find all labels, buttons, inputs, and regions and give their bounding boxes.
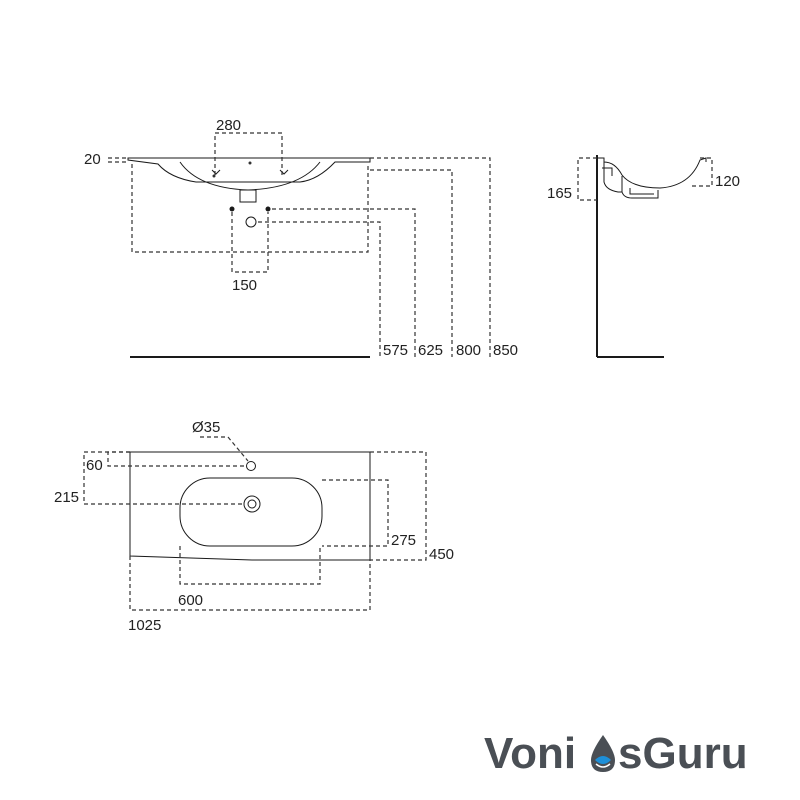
- waste-stub: [239, 189, 257, 203]
- dim-60-lines: [107, 451, 245, 467]
- dim-450-lines: [370, 451, 427, 561]
- tap-markers: [211, 169, 289, 175]
- water-drop-icon: [591, 735, 615, 772]
- logo-text-part1: Voni: [484, 729, 576, 778]
- dim-280-label: 280: [216, 117, 241, 134]
- dim-575-label: 575: [383, 342, 408, 359]
- side-profile-view: 165 120: [547, 155, 740, 358]
- cabinet-outline: [131, 164, 369, 253]
- dim-165-lines: [577, 157, 597, 201]
- bowl-plan: [179, 477, 323, 547]
- dim-35-leader: [200, 436, 249, 462]
- dim-20-lines: [108, 157, 128, 163]
- dim-35-label: Ø35: [192, 419, 220, 436]
- dim-850-label: 850: [493, 342, 518, 359]
- dim-280-lines: [214, 132, 283, 175]
- dim-275-lines: [322, 479, 389, 547]
- dim-600-label: 600: [178, 592, 203, 609]
- dim-150-lines: [231, 212, 269, 273]
- dim-120-label: 120: [715, 173, 740, 190]
- tap-dot-left: [212, 174, 216, 178]
- waste-outlet-circle: [245, 216, 257, 228]
- waste-plan-outer: [243, 495, 261, 513]
- supply-point-left: [229, 206, 235, 212]
- dim-150-label: 150: [232, 277, 257, 294]
- top-plan-view: Ø35 60 215 275 450 600 1025: [54, 419, 454, 634]
- dim-20-label: 20: [84, 151, 101, 168]
- tap-dot-center: [248, 161, 252, 165]
- dim-625-lines: [272, 208, 416, 357]
- dim-275-label: 275: [391, 532, 416, 549]
- dim-1025-lines: [129, 556, 371, 611]
- dim-60-label: 60: [86, 457, 103, 474]
- dim-215-label: 215: [54, 489, 79, 506]
- tap-hole-plan: [246, 461, 256, 471]
- trap-outline: [621, 176, 659, 199]
- dim-625-label: 625: [418, 342, 443, 359]
- supply-point-right: [265, 206, 271, 212]
- dim-800-label: 800: [456, 342, 481, 359]
- basin-plan-outline: [129, 451, 371, 561]
- dim-575-lines: [258, 221, 381, 357]
- dim-800-lines: [370, 169, 453, 357]
- dim-600-lines: [179, 546, 321, 585]
- dim-450-label: 450: [429, 546, 454, 563]
- front-elevation-view: 280 20 150 575 625 800 850: [84, 117, 518, 359]
- dim-850-lines: [370, 157, 491, 357]
- trap-inner: [629, 188, 654, 195]
- overflow-detail: [602, 167, 613, 176]
- dim-165-label: 165: [547, 185, 572, 202]
- waste-plan-inner: [247, 499, 257, 509]
- basin-top-outline: [127, 157, 371, 183]
- basin-profile-outline: [597, 157, 707, 189]
- vonios-guru-logo: Voni sGuru: [484, 729, 748, 778]
- basin-bowl-curve: [179, 161, 321, 191]
- dim-120-lines: [690, 157, 713, 187]
- basin-profile-inner: [603, 162, 622, 193]
- dim-1025-label: 1025: [128, 617, 161, 634]
- dim-215-lines: [83, 451, 244, 505]
- logo-text-part2: sGuru: [618, 729, 748, 778]
